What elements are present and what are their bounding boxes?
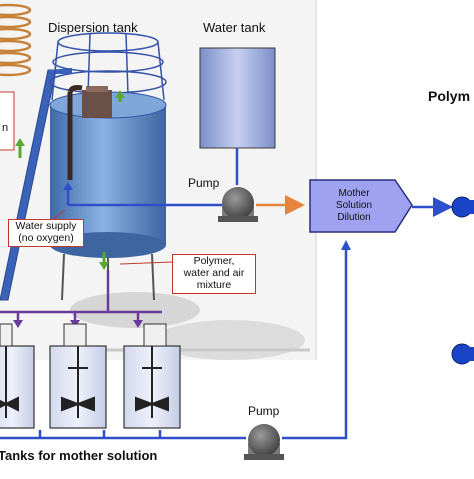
mixture-callout: Polymer, water and air mixture: [172, 254, 256, 294]
mixture-line3: mixture: [196, 279, 232, 291]
water-supply-line2: (no oxygen): [18, 232, 74, 244]
pump-icon: [218, 187, 258, 222]
coil-icon: [0, 3, 32, 77]
left-label-box: [0, 91, 15, 151]
dilution-line1: Mother: [338, 188, 370, 199]
mixture-leader: [119, 261, 173, 265]
floor-platform: [60, 292, 310, 360]
pump-icon-bottom: [244, 424, 284, 460]
mixture-line1: Polymer,: [193, 255, 235, 267]
dilution-label: Mother Solution Dilution: [312, 188, 396, 224]
injector-icon-lower: [451, 343, 474, 365]
dispersion-tank-title: Dispersion tank: [48, 20, 138, 35]
pump-top-label: Pump: [188, 176, 220, 190]
dispersion-tank: [49, 85, 167, 301]
water-supply-callout: Water supply (no oxygen): [8, 219, 84, 247]
dilution-line3: Dilution: [337, 212, 371, 223]
left-partial-label: n: [2, 122, 9, 134]
mixture-line2: water and air: [183, 267, 245, 279]
agitator-icon: [0, 346, 169, 418]
water-tank-title: Water tank: [203, 20, 266, 35]
return-pipe: [0, 244, 348, 440]
dilution-unit: [309, 179, 413, 233]
water-tank: [199, 47, 276, 149]
water-supply-line1: Water supply: [15, 220, 77, 232]
injector-icon: [451, 196, 474, 218]
dilution-line2: Solution: [335, 200, 373, 211]
polymer-injection-label: Polym: [428, 88, 471, 104]
pump-bottom-label: Pump: [248, 404, 280, 418]
tanks-caption: Tanks for mother solution: [0, 448, 158, 463]
